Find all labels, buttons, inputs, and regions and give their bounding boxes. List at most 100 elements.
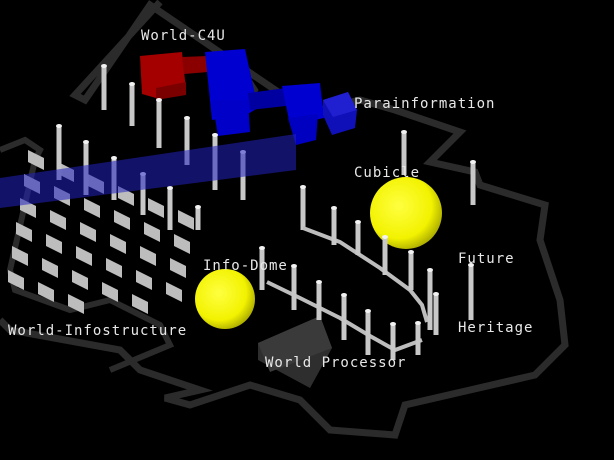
pillar — [408, 252, 414, 290]
pillar — [415, 323, 421, 355]
slab — [76, 246, 92, 266]
blue-block-3 — [282, 83, 324, 125]
slab — [144, 222, 160, 242]
label-future-line1: Future — [458, 251, 515, 267]
pillar — [167, 188, 173, 230]
slab — [38, 282, 54, 302]
pillar — [382, 237, 388, 275]
slab — [140, 246, 156, 266]
slab — [110, 234, 126, 254]
pillar-cap — [184, 116, 190, 120]
pillar-cap — [316, 280, 322, 284]
slab — [170, 258, 186, 278]
future-heritage-sphere — [370, 177, 442, 249]
pillar-cap — [390, 322, 396, 326]
slab — [16, 222, 32, 242]
pillar-cap — [167, 186, 173, 190]
pillar — [184, 118, 190, 165]
slab — [132, 294, 148, 314]
slab — [28, 150, 44, 170]
slab — [174, 234, 190, 254]
pillar-cap — [212, 133, 218, 137]
slab — [8, 270, 24, 290]
label-parainformation-line1: Parainformation — [354, 96, 496, 112]
slab — [42, 258, 58, 278]
slab — [178, 210, 194, 230]
pillar-cap — [291, 264, 297, 268]
label-future-heritage: Future Heritage — [458, 202, 533, 363]
translucent-blue-band — [0, 134, 296, 208]
pillar — [156, 100, 162, 148]
pillar — [390, 324, 396, 360]
pillar-cap — [355, 220, 361, 224]
slab — [106, 258, 122, 278]
pillar — [259, 248, 265, 290]
pillar — [401, 132, 407, 175]
pillar — [101, 66, 107, 110]
pillar — [195, 207, 201, 230]
slab — [80, 222, 96, 242]
pillar — [433, 294, 439, 335]
pillar-cap — [468, 263, 474, 267]
pillar-cap — [433, 292, 439, 296]
slab — [46, 234, 62, 254]
slab — [114, 210, 130, 230]
pillar-cap — [156, 98, 162, 102]
world-c4u-structure — [140, 49, 357, 145]
pillar-cap — [195, 205, 201, 209]
world-processor-block-side — [258, 316, 332, 372]
pillar — [341, 295, 347, 340]
pillar-cap — [83, 140, 89, 144]
pillar — [316, 282, 322, 320]
slab — [12, 246, 28, 266]
pillar-cap — [331, 206, 337, 210]
pillar — [300, 187, 306, 230]
pillar — [129, 84, 135, 126]
slab — [166, 282, 182, 302]
label-world-c4u: World-C4U — [141, 28, 226, 44]
pillar-cap — [56, 124, 62, 128]
pillar-cap — [365, 309, 371, 313]
slab — [102, 282, 118, 302]
pillar-cap — [259, 246, 265, 250]
pillar-cap — [111, 156, 117, 160]
pillar — [355, 222, 361, 255]
parainformation-cube-top — [323, 92, 357, 117]
label-future-line2: Heritage — [458, 320, 534, 336]
slab — [148, 198, 164, 218]
slab — [50, 210, 66, 230]
pillar-cap — [101, 64, 107, 68]
slab — [72, 270, 88, 290]
label-world-processor: World Processor — [265, 355, 407, 371]
pillar-cap — [341, 293, 347, 297]
pillar — [470, 162, 476, 205]
slab — [136, 270, 152, 290]
label-info-dome: Info-Dome — [203, 258, 288, 274]
inner-wall — [0, 136, 175, 373]
pillar-cap — [470, 160, 476, 164]
red-connector — [182, 56, 208, 74]
pillar-cap — [129, 82, 135, 86]
pillar-cap — [401, 130, 407, 134]
slab — [68, 294, 84, 314]
pillar-cap — [415, 321, 421, 325]
pillar-cap — [300, 185, 306, 189]
blue-connector — [248, 88, 286, 110]
label-parainformation-line2: Cubicle — [354, 165, 421, 181]
info-dome-sphere — [195, 269, 255, 329]
pillar — [468, 265, 474, 320]
pillars-front — [259, 206, 439, 360]
blue-block-2 — [212, 100, 250, 136]
pillar — [291, 266, 297, 310]
pillar — [365, 311, 371, 355]
pillar-cap — [408, 250, 414, 254]
slab — [84, 198, 100, 218]
pillar — [140, 174, 146, 215]
label-world-infostructure: World-Infostructure — [8, 323, 188, 339]
label-parainformation: Parainformation Cubicle — [354, 47, 495, 208]
pillar — [56, 126, 62, 180]
pillar-cap — [382, 235, 388, 239]
red-block-side — [156, 82, 186, 100]
